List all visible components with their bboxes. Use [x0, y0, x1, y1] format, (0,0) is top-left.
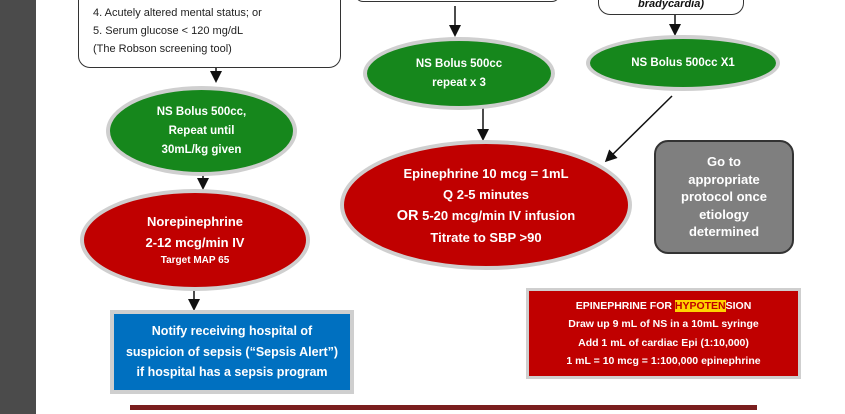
epinephrine-node: Epinephrine 10 mcg = 1mL Q 2-5 minutes O…	[340, 140, 632, 270]
screening-tool-note: (The Robson screening tool)	[93, 43, 232, 55]
notify-hospital-box: Notify receiving hospital of suspicion o…	[110, 310, 354, 394]
norepinephrine-dose: 2-12 mcg/min IV	[145, 235, 245, 250]
epinephrine-infusion-text: 5-20 mcg/min IV infusion	[418, 207, 576, 223]
epi-box-title-prefix: EPINEPHRINE FOR	[575, 299, 675, 312]
bottom-divider	[130, 405, 757, 410]
epi-hypotension-box: EPINEPHRINE FOR HYPOTENSION Draw up 9 mL…	[526, 288, 801, 379]
screening-criterion-4: 4. Acutely altered mental status; or	[93, 7, 262, 19]
notify-line-3: if hospital has a sepsis program	[136, 365, 328, 380]
ns-bolus-x1-node: NS Bolus 500cc X1	[586, 35, 780, 91]
epi-box-line-3: 1 mL = 10 mcg = 1:100,000 epinephrine	[566, 355, 761, 367]
go-to-line-4: etiology	[699, 206, 749, 222]
norepinephrine-node: Norepinephrine 2-12 mcg/min IV Target MA…	[80, 189, 310, 291]
epinephrine-line-1: Epinephrine 10 mcg = 1mL	[403, 165, 569, 181]
epi-box-title-highlight: HYPOTEN	[674, 299, 726, 312]
top-right-box: bradycardia)	[598, 0, 744, 15]
epinephrine-line-3: OR 5-20 mcg/min IV infusion	[397, 205, 576, 227]
arrow-x1-to-epi	[604, 95, 673, 163]
ns-bolus-line-2: Repeat until	[168, 124, 235, 137]
ns-bolus-repeat-line-2: repeat x 3	[432, 76, 486, 89]
epi-box-title-suffix: SION	[725, 299, 752, 312]
notify-line-1: Notify receiving hospital of	[151, 324, 313, 339]
left-margin-bar	[0, 0, 36, 414]
epinephrine-or-word: OR	[396, 207, 419, 224]
top-middle-box	[355, 0, 560, 2]
ns-bolus-sepsis-node: NS Bolus 500cc, Repeat until 30mL/kg giv…	[106, 86, 297, 176]
ns-bolus-repeat-line-1: NS Bolus 500cc	[415, 57, 503, 70]
top-right-box-text: bradycardia)	[637, 0, 705, 10]
screening-criteria-box	[78, 0, 341, 68]
go-to-line-3: protocol once	[681, 189, 767, 205]
go-to-line-5: determined	[688, 224, 760, 240]
epi-box-line-2: Add 1 mL of cardiac Epi (1:10,000)	[578, 336, 749, 349]
ns-bolus-repeat-node: NS Bolus 500cc repeat x 3	[363, 37, 555, 110]
go-to-line-1: Go to	[707, 154, 741, 170]
epinephrine-line-2: Q 2-5 minutes	[443, 186, 529, 202]
ns-bolus-line-3: 30mL/kg given	[161, 143, 242, 156]
notify-line-2: suspicion of sepsis (“Sepsis Alert”)	[125, 344, 339, 359]
ns-bolus-line-1: NS Bolus 500cc,	[156, 105, 247, 118]
epi-box-line-1: Draw up 9 mL of NS in a 10mL syringe	[568, 318, 759, 330]
epinephrine-line-4: Titrate to SBP >90	[430, 229, 542, 245]
norepinephrine-target: Target MAP 65	[160, 255, 230, 266]
screening-criterion-5: 5. Serum glucose < 120 mg/dL	[93, 25, 244, 37]
norepinephrine-title: Norepinephrine	[146, 214, 244, 229]
go-to-line-2: appropriate	[688, 171, 760, 187]
go-to-protocol-box: Go to appropriate protocol once etiology…	[654, 140, 794, 254]
epi-box-title: EPINEPHRINE FOR HYPOTENSION	[575, 297, 752, 316]
ns-bolus-x1-label: NS Bolus 500cc X1	[631, 57, 735, 69]
